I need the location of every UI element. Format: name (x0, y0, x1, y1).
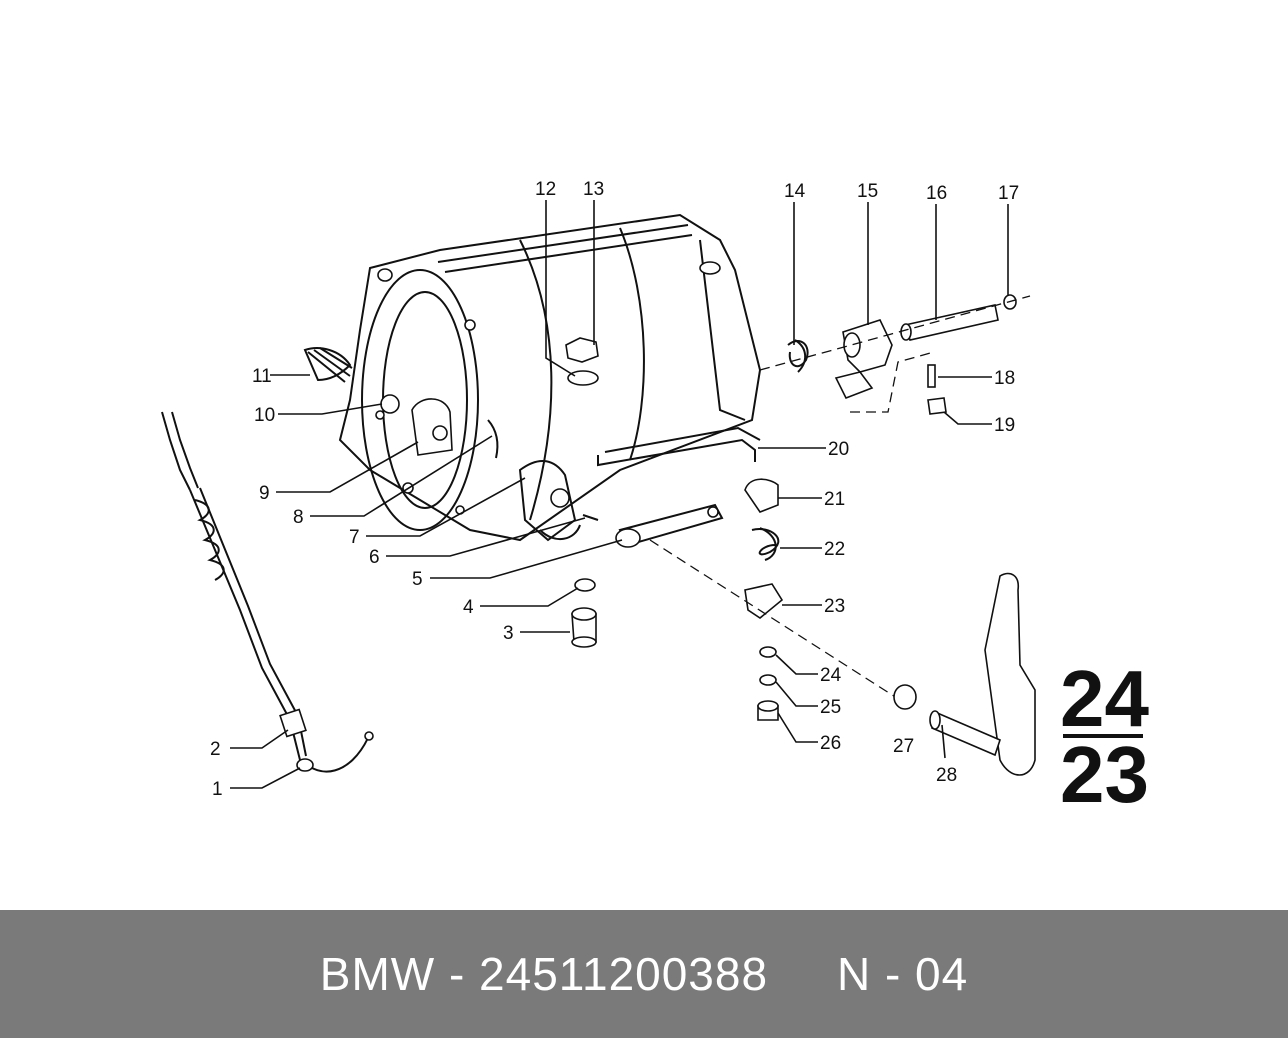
plug-and-washer (571, 578, 597, 648)
callout-27: 27 (893, 736, 914, 757)
selector-shaft-parts (759, 294, 1031, 415)
callout-18: 18 (994, 368, 1015, 389)
callout-13: 13 (583, 179, 604, 200)
callout-12: 12 (535, 179, 556, 200)
outer-lever (893, 572, 1036, 776)
group-number-bottom: 23 (1060, 730, 1149, 819)
callout-4: 4 (463, 597, 474, 618)
callout-10: 10 (254, 405, 275, 426)
callout-8: 8 (293, 507, 304, 528)
callout-23: 23 (824, 596, 845, 617)
callout-1: 1 (212, 779, 223, 800)
callout-19: 19 (994, 415, 1015, 436)
callout-5: 5 (412, 569, 423, 590)
inner-lever (518, 460, 724, 548)
leader-lines (230, 200, 1009, 789)
group-number: 24 23 (1060, 654, 1149, 819)
selector-cable (161, 411, 374, 773)
callout-20: 20 (828, 439, 849, 460)
callout-11: 11 (252, 366, 272, 387)
callout-labels: 1 2 3 4 5 6 7 8 9 10 11 12 13 14 15 16 1… (210, 179, 1019, 800)
callout-22: 22 (824, 539, 845, 560)
callout-6: 6 (369, 547, 380, 568)
parts-diagram: 1 2 3 4 5 6 7 8 9 10 11 12 13 14 15 16 1… (161, 179, 1149, 819)
callout-2: 2 (210, 739, 221, 760)
callout-16: 16 (926, 183, 947, 204)
callout-15: 15 (857, 181, 878, 202)
callout-9: 9 (259, 483, 270, 504)
nut-and-washer (565, 337, 599, 386)
callout-14: 14 (784, 181, 806, 202)
callout-7: 7 (349, 527, 360, 548)
callout-25: 25 (820, 697, 841, 718)
callout-17: 17 (998, 183, 1019, 204)
callout-21: 21 (824, 489, 845, 510)
detent-parts (303, 347, 499, 459)
callout-28: 28 (936, 765, 957, 786)
callout-24: 24 (820, 665, 842, 686)
callout-3: 3 (503, 623, 514, 644)
footer-bar: BMW - 24511200388 N - 04 (0, 910, 1288, 1038)
linkage-stack (597, 426, 901, 721)
part-number-caption: BMW - 24511200388 N - 04 (319, 948, 969, 1000)
callout-26: 26 (820, 733, 841, 754)
group-number-top: 24 (1060, 654, 1149, 743)
